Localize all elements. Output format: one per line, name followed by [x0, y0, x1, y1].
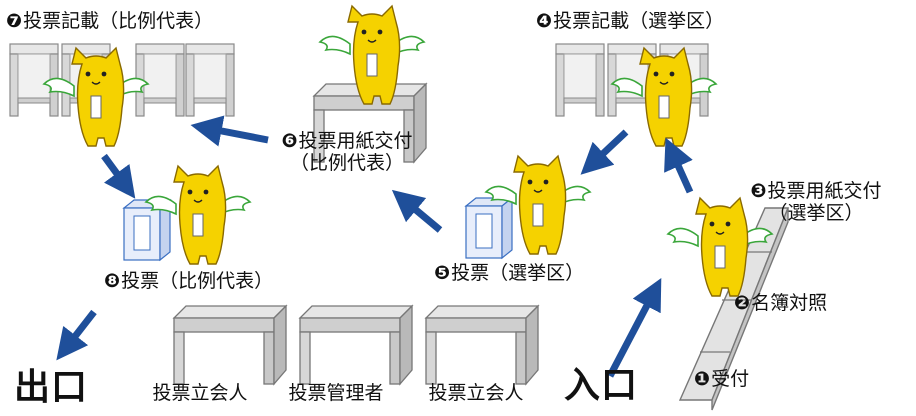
arrow-6-to-7	[190, 115, 269, 147]
table-official-left	[173, 305, 287, 385]
step-4-label: ❹投票記載（選挙区）	[536, 10, 725, 32]
step-8-label: ❽投票（比例代表）	[104, 270, 274, 292]
manager-label: 投票管理者	[288, 382, 384, 404]
official-label-left: 投票立会人	[152, 382, 248, 404]
step-5-label: ❺投票（選挙区）	[434, 262, 585, 284]
step-1-label: ❶受付	[694, 368, 750, 390]
arrow-5-to-6	[391, 189, 443, 233]
arrow-4-to-5	[580, 129, 629, 175]
arrow-3-to-4	[664, 137, 694, 194]
official-label-right: 投票立会人	[428, 382, 524, 404]
step-3-label: ❸投票用紙交付 （選挙区）	[750, 180, 882, 224]
mascot-icon	[43, 47, 149, 147]
ballot-box-district	[465, 197, 513, 259]
table-manager	[299, 305, 413, 385]
arrow-exit	[56, 309, 97, 361]
table-official-right	[425, 305, 539, 385]
arrow-7-to-8	[101, 153, 136, 199]
flow-arrows	[56, 115, 694, 378]
entrance-label: 入口	[564, 365, 639, 406]
step-7-label: ❼投票記載（比例代表）	[6, 10, 214, 32]
arrow-entrance	[606, 278, 662, 378]
step-2-label: ❷名簿対照	[734, 292, 828, 314]
exit-label: 出口	[14, 367, 89, 408]
step-6-label: ❻投票用紙交付 （比例代表）	[281, 130, 413, 174]
